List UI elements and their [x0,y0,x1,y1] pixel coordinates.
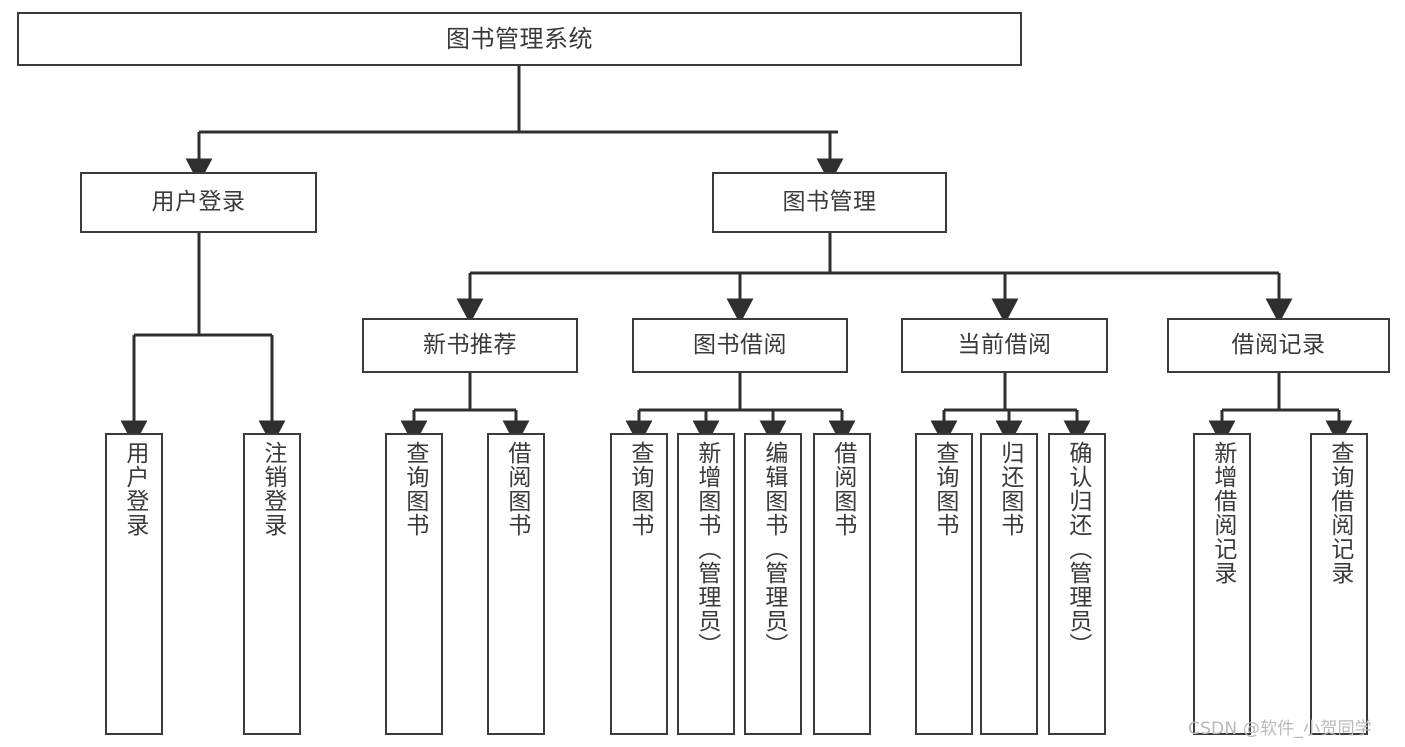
node-label: 查询图书 [401,441,428,537]
node-user-login[interactable]: 用户登录 [80,172,317,233]
leaf-current-return-book[interactable]: 归还图书 [980,433,1038,735]
node-label: 借阅图书 [503,441,530,537]
node-label: 注销登录 [259,441,286,537]
node-label: 新书推荐 [423,332,517,358]
leaf-borrow-borrow-book[interactable]: 借阅图书 [813,433,871,735]
node-label: 用户登录 [121,441,148,537]
node-label: 查询图书 [931,441,958,537]
node-new-book-recommend[interactable]: 新书推荐 [362,318,578,373]
watermark-text: CSDN @软件_小贺同学 [1188,719,1372,739]
node-label: 查询图书 [626,441,653,537]
node-label: 图书管理 [782,189,877,215]
node-label: 新增图书（管理员） [693,441,720,657]
leaf-new-book-borrow[interactable]: 借阅图书 [487,433,545,735]
leaf-user-login-logout[interactable]: 注销登录 [243,433,301,735]
leaf-new-book-query[interactable]: 查询图书 [385,433,443,735]
node-label: 图书借阅 [693,332,787,358]
node-label: 当前借阅 [957,332,1052,358]
leaf-current-confirm-return[interactable]: 确认归还（管理员） [1048,433,1106,735]
node-root-system[interactable]: 图书管理系统 [17,12,1022,66]
node-label: 编辑图书（管理员） [760,441,787,657]
node-book-borrow[interactable]: 图书借阅 [632,318,848,373]
leaf-record-add[interactable]: 新增借阅记录 [1193,433,1251,735]
leaf-current-query-book[interactable]: 查询图书 [915,433,973,735]
node-label: 归还图书 [996,441,1023,537]
node-label: 用户登录 [151,189,246,215]
node-label: 借阅图书 [829,441,856,537]
node-label: 借阅记录 [1231,332,1326,358]
node-label: 图书管理系统 [446,25,593,53]
node-current-borrow[interactable]: 当前借阅 [901,318,1108,373]
node-label: 新增借阅记录 [1209,441,1236,585]
leaf-borrow-edit-book[interactable]: 编辑图书（管理员） [744,433,802,735]
leaf-user-login-login[interactable]: 用户登录 [105,433,163,735]
node-book-management[interactable]: 图书管理 [712,172,947,233]
node-label: 查询借阅记录 [1326,441,1353,585]
leaf-borrow-query-book[interactable]: 查询图书 [610,433,668,735]
leaf-record-query[interactable]: 查询借阅记录 [1310,433,1368,735]
node-borrow-record[interactable]: 借阅记录 [1167,318,1390,373]
leaf-borrow-add-book[interactable]: 新增图书（管理员） [677,433,735,735]
node-label: 确认归还（管理员） [1064,441,1091,657]
